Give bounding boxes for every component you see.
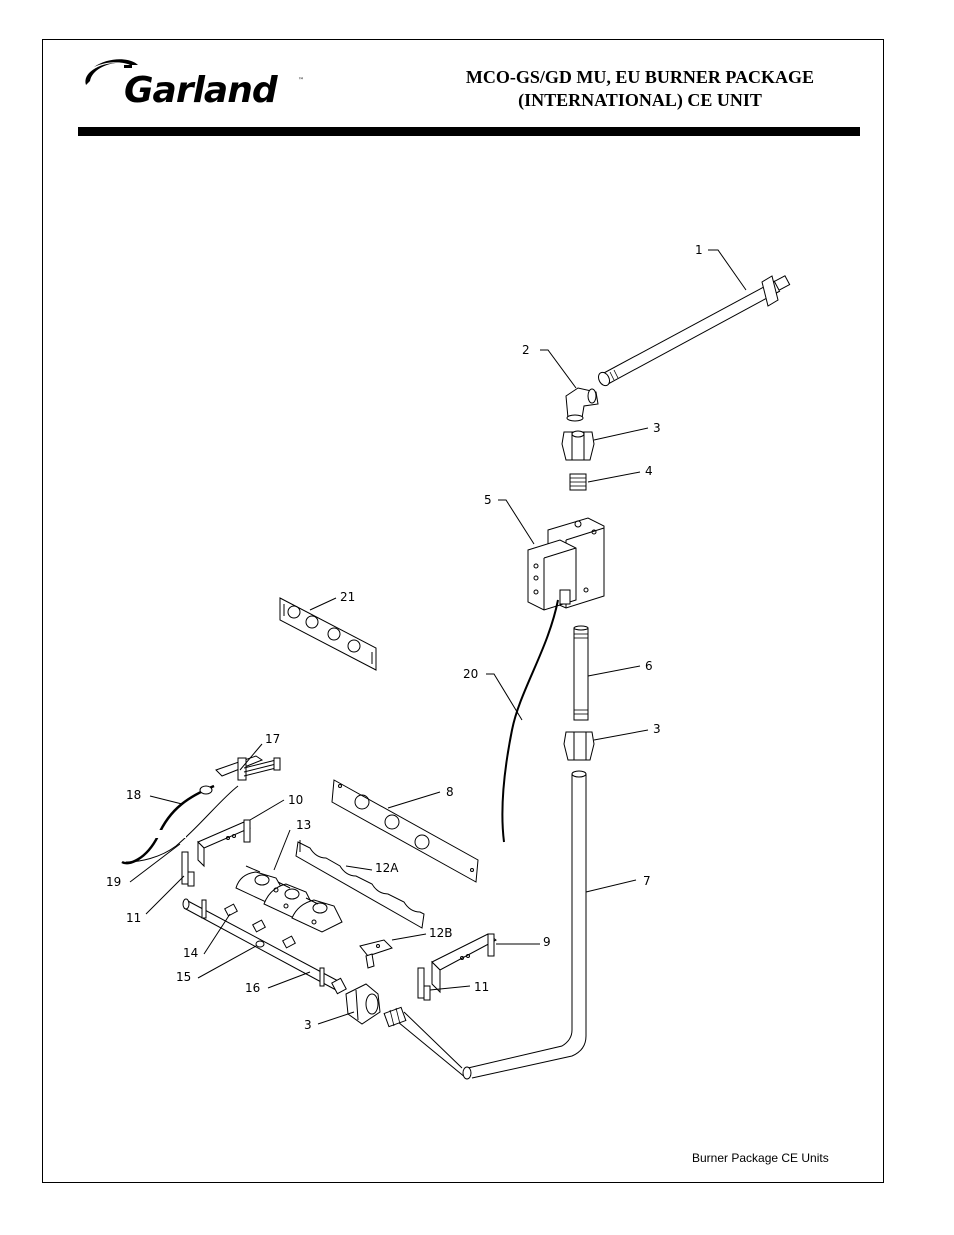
part-5-gas-valve	[527, 517, 605, 611]
page-title: MCO-GS/GD MU, EU BURNER PACKAGE (INTERNA…	[420, 66, 860, 112]
callout-6: 6	[645, 659, 653, 673]
callout-11-right: 11	[474, 980, 489, 994]
part-10-bracket	[197, 819, 251, 868]
part-1-pipe	[597, 275, 791, 387]
part-9-bracket-plate	[431, 933, 497, 994]
part-17-igniter	[215, 755, 281, 781]
callout-16: 16	[245, 981, 260, 995]
part-3-union-top	[561, 430, 595, 461]
callout-8: 8	[446, 785, 454, 799]
callout-11-left: 11	[126, 911, 141, 925]
part-6-pipe-nipple	[573, 625, 589, 721]
callout-3-bottom: 3	[304, 1018, 312, 1032]
callout-10: 10	[288, 793, 303, 807]
callout-5: 5	[484, 493, 492, 507]
part-2-elbow	[565, 387, 599, 422]
callout-14: 14	[183, 946, 198, 960]
part-19-ground-wire	[125, 785, 239, 863]
part-3-union-middle	[563, 731, 595, 761]
logo-swoosh-icon	[85, 59, 138, 85]
part-3-union-bottom	[345, 983, 381, 1025]
callout-12a: 12A	[375, 861, 399, 875]
callout-2: 2	[522, 343, 530, 357]
part-8-shield-panel	[331, 779, 479, 883]
callout-13: 13	[296, 818, 311, 832]
callout-15: 15	[176, 970, 191, 984]
logo-wordmark: Garland	[124, 70, 278, 111]
callout-3-middle: 3	[653, 722, 661, 736]
part-20-thermocouple	[501, 599, 559, 843]
part-11-clip-left	[181, 851, 195, 887]
title-line-2: (INTERNATIONAL) CE UNIT	[518, 90, 762, 110]
part-12b-bracket	[359, 939, 393, 969]
callout-17: 17	[265, 732, 280, 746]
garland-logo: Garland ™	[80, 55, 310, 125]
title-line-1: MCO-GS/GD MU, EU BURNER PACKAGE	[465, 67, 815, 87]
part-11-clip-right	[417, 967, 431, 1001]
part-13-burners	[235, 865, 343, 933]
callout-3-top: 3	[653, 421, 661, 435]
part-7-bent-pipe	[383, 770, 587, 1080]
part-15-hood	[255, 940, 265, 948]
logo-trademark: ™	[298, 77, 304, 84]
leader-lines	[129, 249, 747, 1025]
header-rule	[78, 127, 860, 136]
part-4-nipple	[569, 473, 587, 491]
callout-21: 21	[340, 590, 355, 604]
part-14-orifices	[224, 903, 296, 949]
part-21-panel	[279, 597, 377, 671]
page-border	[42, 39, 884, 1183]
part-16-manifold	[182, 898, 347, 995]
callout-19: 19	[106, 875, 121, 889]
callout-12b: 12B	[429, 926, 453, 940]
callout-4: 4	[645, 464, 653, 478]
callout-7: 7	[643, 874, 651, 888]
footer-label: Burner Package CE Units	[692, 1151, 829, 1165]
callout-20: 20	[463, 667, 478, 681]
callout-9: 9	[543, 935, 551, 949]
callout-18: 18	[126, 788, 141, 802]
callout-1: 1	[695, 243, 703, 257]
part-12a-cradle	[295, 840, 425, 929]
